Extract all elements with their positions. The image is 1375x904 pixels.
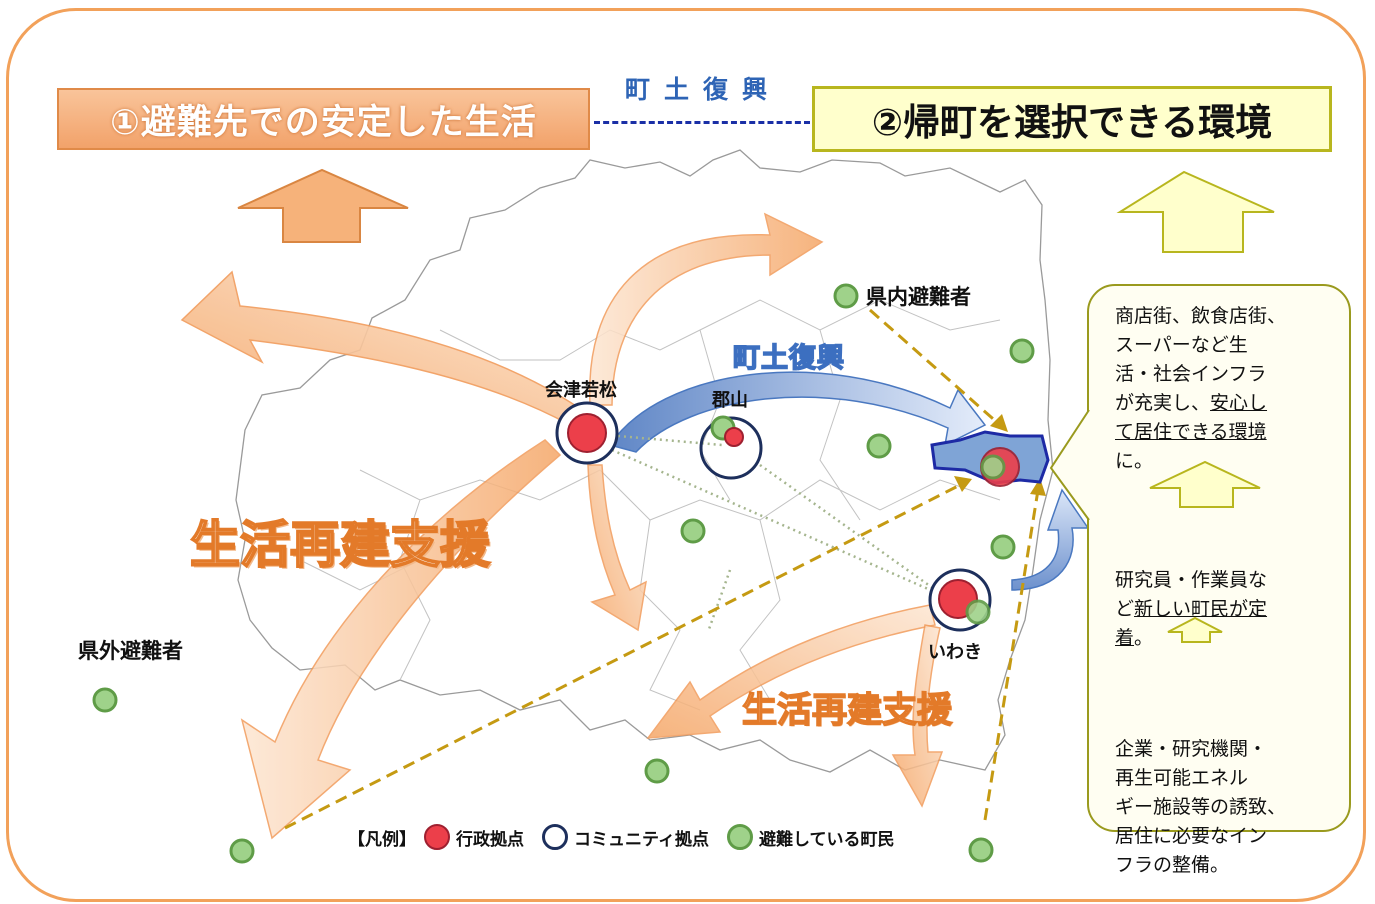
evacuee-dot xyxy=(866,433,892,459)
label-koriyama: 郡山 xyxy=(712,390,748,411)
legend-evacuee-icon xyxy=(726,824,753,850)
evacuee-dot xyxy=(833,283,859,309)
evacuee-dot xyxy=(990,534,1016,560)
koriyama-community-ring xyxy=(699,416,763,480)
connector-title: 町土復興 xyxy=(624,75,781,104)
callout-step-1: 商店街、飲食店街、 スーパーなど生 活・社会インフラ が充実し、安心し て居住で… xyxy=(1115,305,1287,472)
town-evacuee xyxy=(980,454,1006,480)
legend-evacuee-label: 避難している町民 xyxy=(758,829,895,850)
label-in-prefecture-evacuees: 県内避難者 xyxy=(866,285,971,309)
livelihood-support-large: 生活再建支援 xyxy=(189,515,491,575)
arrow-aizu-to-southwest xyxy=(240,439,562,840)
goal-banner-stable-life: ①避難先での安定した生活 xyxy=(57,88,590,150)
iwaki-evacuee xyxy=(965,599,991,625)
koriyama-admin-point xyxy=(724,427,744,447)
legend-admin-label: 行政拠点 xyxy=(456,829,524,850)
return-environment-callout: 商店街、飲食店街、 スーパーなど生 活・社会インフラ が充実し、安心し て居住で… xyxy=(1087,284,1351,876)
arrow-aizu-to-south xyxy=(587,464,647,632)
goal-banner-return-choice: ②帰町を選択できる環境 xyxy=(812,86,1332,152)
arrow-aizu-to-north-arc xyxy=(588,212,824,406)
evacuee-dot xyxy=(680,518,706,544)
legend-title: 【凡例】 xyxy=(348,829,416,850)
evacuee-dot xyxy=(92,687,118,713)
outer-frame xyxy=(6,8,1366,902)
evacuee-dot xyxy=(229,838,255,864)
label-aizu-wakamatsu: 会津若松 xyxy=(545,380,617,401)
aizu-admin-point xyxy=(567,413,607,453)
label-iwaki: いわき xyxy=(928,642,982,663)
arrow-iwaki-to-southwest xyxy=(646,604,936,739)
arrow-aizu-to-northwest xyxy=(180,270,584,426)
legend-admin-icon xyxy=(424,824,450,850)
label-out-prefecture-evacuees: 県外避難者 xyxy=(78,639,183,663)
arrow-iwaki-to-south xyxy=(891,624,944,808)
callout-step-3: 企業・研究機関・ 再生可能エネル ギー施設等の誘致、 居住に必要なイン フラの整… xyxy=(1115,738,1287,876)
arrow-up-yellow xyxy=(1116,170,1275,253)
livelihood-support-small: 生活再建支援 xyxy=(741,690,953,732)
connector-dashed-line xyxy=(594,121,810,124)
evacuee-dot xyxy=(968,837,994,863)
legend-community-icon xyxy=(542,824,568,850)
reconstruction-arrow-label: 町土復興 xyxy=(732,342,845,375)
evacuee-dot xyxy=(1009,338,1035,364)
legend-community-label: コミュニティ拠点 xyxy=(574,829,709,850)
arrow-town-reconstruction-blue xyxy=(608,371,987,453)
evacuee-dot xyxy=(644,758,670,784)
arrow-up-orange xyxy=(237,168,409,243)
callout-step-2: 研究員・作業員な ど新しい町民が定 着。 xyxy=(1115,569,1268,649)
legend: 【凡例】 行政拠点 コミュニティ拠点 避難している町民 xyxy=(348,820,904,854)
